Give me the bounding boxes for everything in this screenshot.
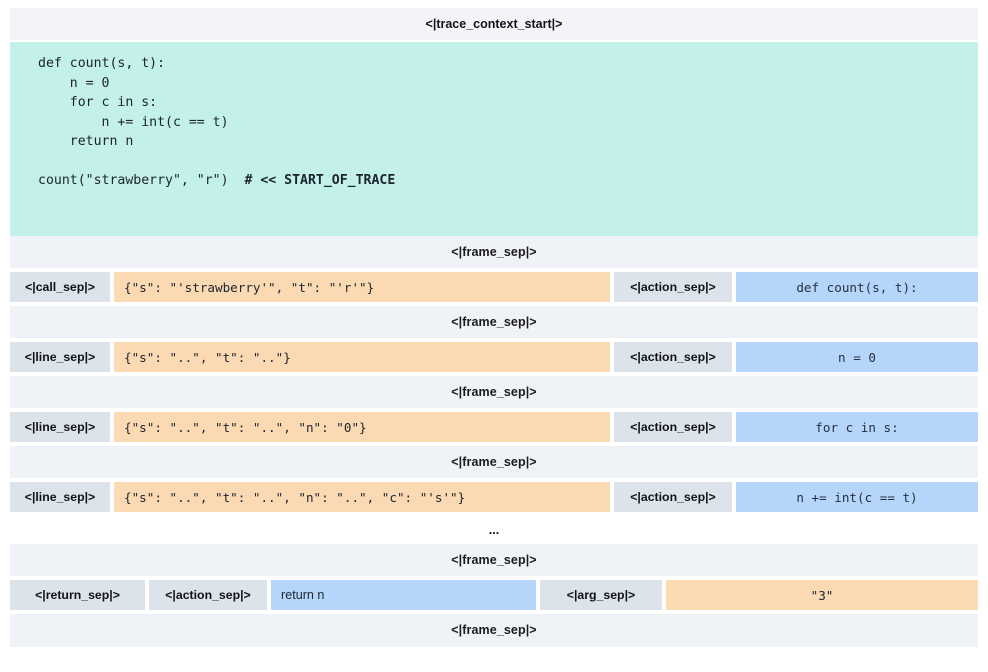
line-args-box-4[interactable]: {"s": "..", "t": "..", "n": "..", "c": "… — [114, 482, 610, 512]
frame-sep-row-4: <|frame_sep|> — [10, 446, 978, 478]
code-line-for: for c in s: — [38, 95, 158, 110]
trace-context-start-banner: <|trace_context_start|> — [10, 8, 978, 40]
action-sep-token-3[interactable]: <|action_sep|> — [614, 412, 732, 442]
frame-sep-row-5: <|frame_sep|> — [10, 544, 978, 576]
code-line-increment: n += int(c == t) — [38, 114, 229, 130]
trace-view-page: <|trace_context_start|> def count(s, t):… — [0, 8, 988, 672]
trace-step-row-4: <|line_sep|> {"s": "..", "t": "..", "n":… — [10, 482, 978, 512]
call-args-box[interactable]: {"s": "'strawberry'", "t": "'r'"} — [114, 272, 610, 302]
frame-sep-row-3: <|frame_sep|> — [10, 376, 978, 408]
action-sep-token-2[interactable]: <|action_sep|> — [614, 342, 732, 372]
code-line-return: return n — [38, 134, 134, 149]
code-line-call-comment: # << START_OF_TRACE — [244, 173, 396, 188]
line-sep-token-4[interactable]: <|line_sep|> — [10, 482, 110, 512]
trace-truncation-ellipsis: ... — [10, 516, 978, 544]
trace-step-row-1: <|call_sep|> {"s": "'strawberry'", "t": … — [10, 272, 978, 302]
call-sep-token[interactable]: <|call_sep|> — [10, 272, 110, 302]
action-code-box-1[interactable]: def count(s, t): — [736, 272, 978, 302]
trace-step-row-3: <|line_sep|> {"s": "..", "t": "..", "n":… — [10, 412, 978, 442]
frame-sep-row-1: <|frame_sep|> — [10, 236, 978, 268]
code-line-call: count("strawberry", "r") — [38, 173, 245, 188]
return-action-box[interactable]: return n — [271, 580, 536, 610]
line-args-box-2[interactable]: {"s": "..", "t": ".."} — [114, 342, 610, 372]
return-sep-token[interactable]: <|return_sep|> — [10, 580, 145, 610]
code-line-init: n = 0 — [38, 75, 110, 91]
action-code-box-2[interactable]: n = 0 — [736, 342, 978, 372]
action-sep-token-1[interactable]: <|action_sep|> — [614, 272, 732, 302]
line-sep-token-2[interactable]: <|line_sep|> — [10, 342, 110, 372]
frame-sep-row-6: <|frame_sep|> — [10, 614, 978, 647]
action-code-box-4[interactable]: n += int(c == t) — [736, 482, 978, 512]
trace-return-row: <|return_sep|> <|action_sep|> return n <… — [10, 580, 978, 610]
arg-sep-token[interactable]: <|arg_sep|> — [540, 580, 662, 610]
frame-sep-row-2: <|frame_sep|> — [10, 306, 978, 338]
code-context-block: def count(s, t): n = 0 for c in s: n += … — [10, 42, 978, 236]
trace-step-row-2: <|line_sep|> {"s": "..", "t": ".."} <|ac… — [10, 342, 978, 372]
return-value-box[interactable]: "3" — [666, 580, 978, 610]
action-sep-token-4[interactable]: <|action_sep|> — [614, 482, 732, 512]
code-line-def: def count(s, t): — [38, 56, 166, 71]
action-sep-token-return[interactable]: <|action_sep|> — [149, 580, 267, 610]
line-sep-token-3[interactable]: <|line_sep|> — [10, 412, 110, 442]
action-code-box-3[interactable]: for c in s: — [736, 412, 978, 442]
line-args-box-3[interactable]: {"s": "..", "t": "..", "n": "0"} — [114, 412, 610, 442]
